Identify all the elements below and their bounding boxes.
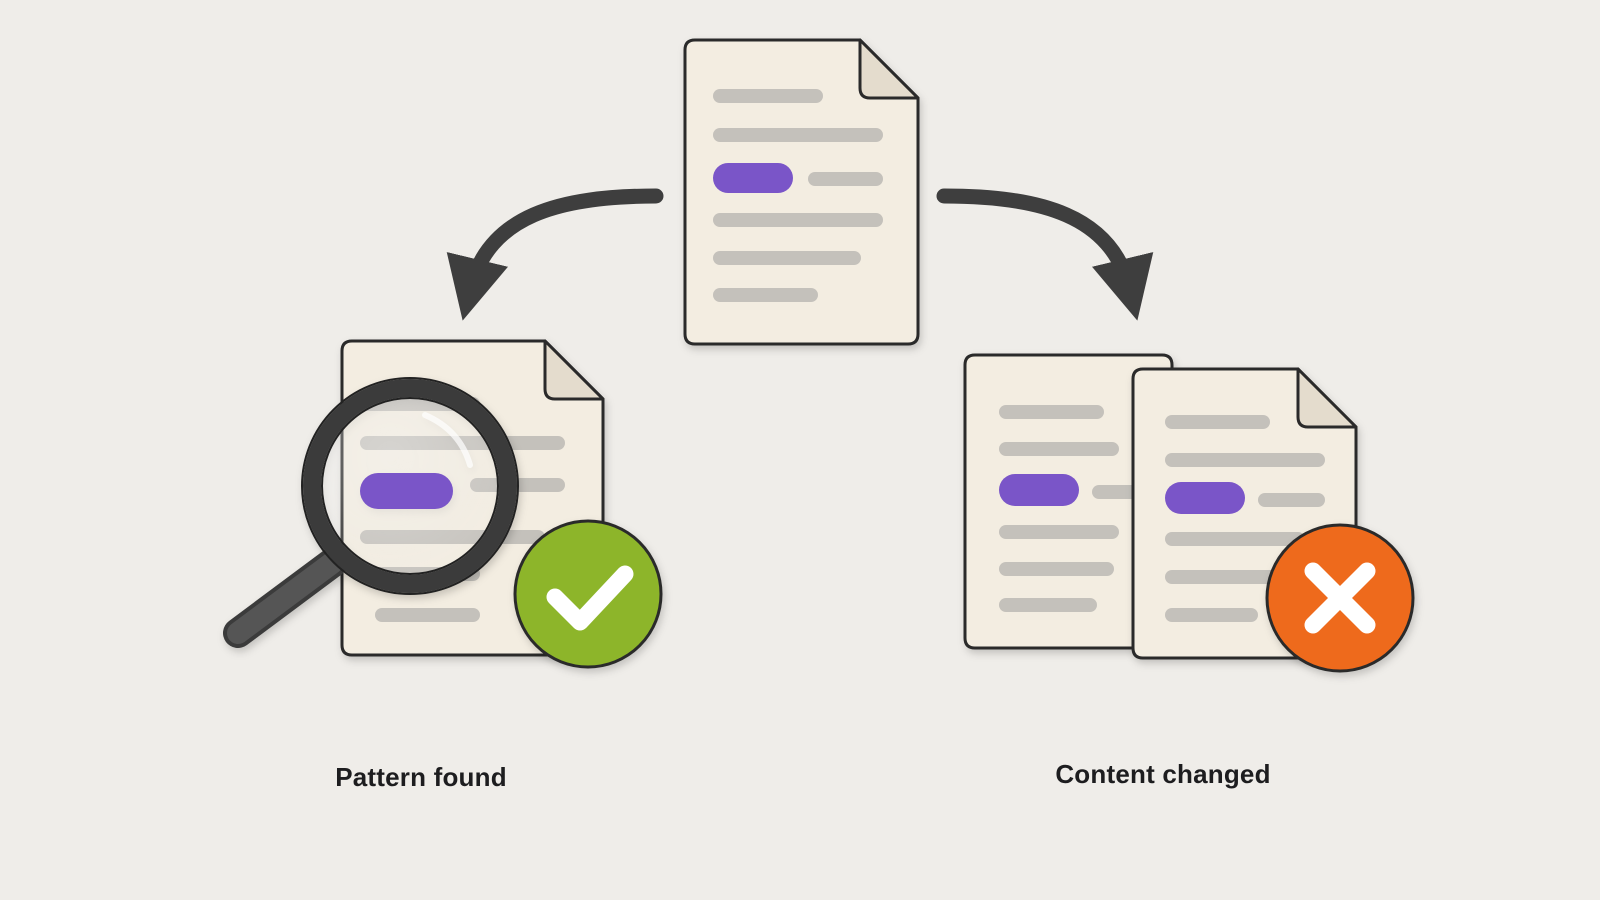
magnifier-icon (223, 377, 519, 648)
highlight-pill (999, 474, 1079, 506)
arrow-left (446, 188, 664, 321)
label-content-changed: Content changed (1055, 759, 1271, 789)
checkmark-icon (513, 519, 663, 669)
highlight-pill (360, 473, 453, 509)
cross-icon (1265, 523, 1415, 673)
label-pattern-found: Pattern found (335, 762, 507, 792)
document-icon (683, 38, 920, 346)
back-document (963, 353, 1174, 650)
arrow-right (936, 188, 1154, 321)
highlight-pill (713, 163, 793, 193)
highlight-pill (1165, 482, 1245, 514)
